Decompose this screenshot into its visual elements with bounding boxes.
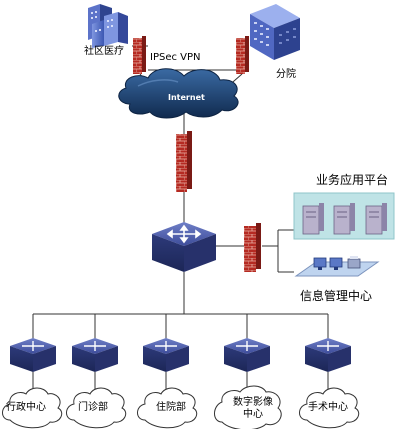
server-icon	[333, 203, 355, 235]
server-icon	[365, 203, 387, 235]
access-switch-icon	[72, 338, 118, 372]
printer-icon	[347, 256, 361, 269]
internet-cloud-icon	[118, 68, 239, 119]
department-label-imaging: 数字影像中心	[233, 397, 273, 420]
core-firewall-icon	[176, 131, 192, 192]
access-switch-icon	[10, 338, 56, 372]
access-switch-icon	[305, 338, 351, 372]
community-clinic-label: 社区医疗	[84, 46, 124, 57]
internet-label: Internet	[168, 93, 205, 102]
branch-firewall-icon	[236, 36, 249, 74]
core-switch-icon	[152, 222, 216, 272]
department-cloud-icon	[137, 387, 198, 429]
access-switch-icon	[224, 338, 270, 372]
server-icon	[302, 203, 324, 235]
branch-hospital-label: 分院	[276, 69, 296, 80]
workstation-icon	[313, 257, 327, 270]
department-cloud-icon	[214, 385, 282, 429]
workstation-icon	[329, 257, 343, 270]
branch-hospital-building-icon	[250, 4, 300, 60]
department-cloud-icon	[299, 387, 360, 429]
links	[32, 45, 329, 390]
department-label-surgery: 手术中心	[308, 402, 348, 413]
department-cloud-icon	[66, 387, 127, 429]
access-switch-icon	[143, 338, 189, 372]
department-label-outpatient: 门诊部	[78, 402, 108, 413]
business-platform-label: 业务应用平台	[316, 173, 389, 187]
department-cloud-icon	[2, 387, 63, 429]
clinic-firewall-icon	[133, 36, 146, 74]
department-label-inpatient: 住院部	[156, 402, 186, 413]
ipsec-vpn-label: IPSec VPN	[150, 52, 201, 63]
server-firewall-icon	[244, 223, 261, 272]
department-label-admin: 行政中心	[6, 402, 46, 413]
info-center-label: 信息管理中心	[300, 289, 373, 303]
community-clinic-building-icon	[88, 4, 128, 48]
